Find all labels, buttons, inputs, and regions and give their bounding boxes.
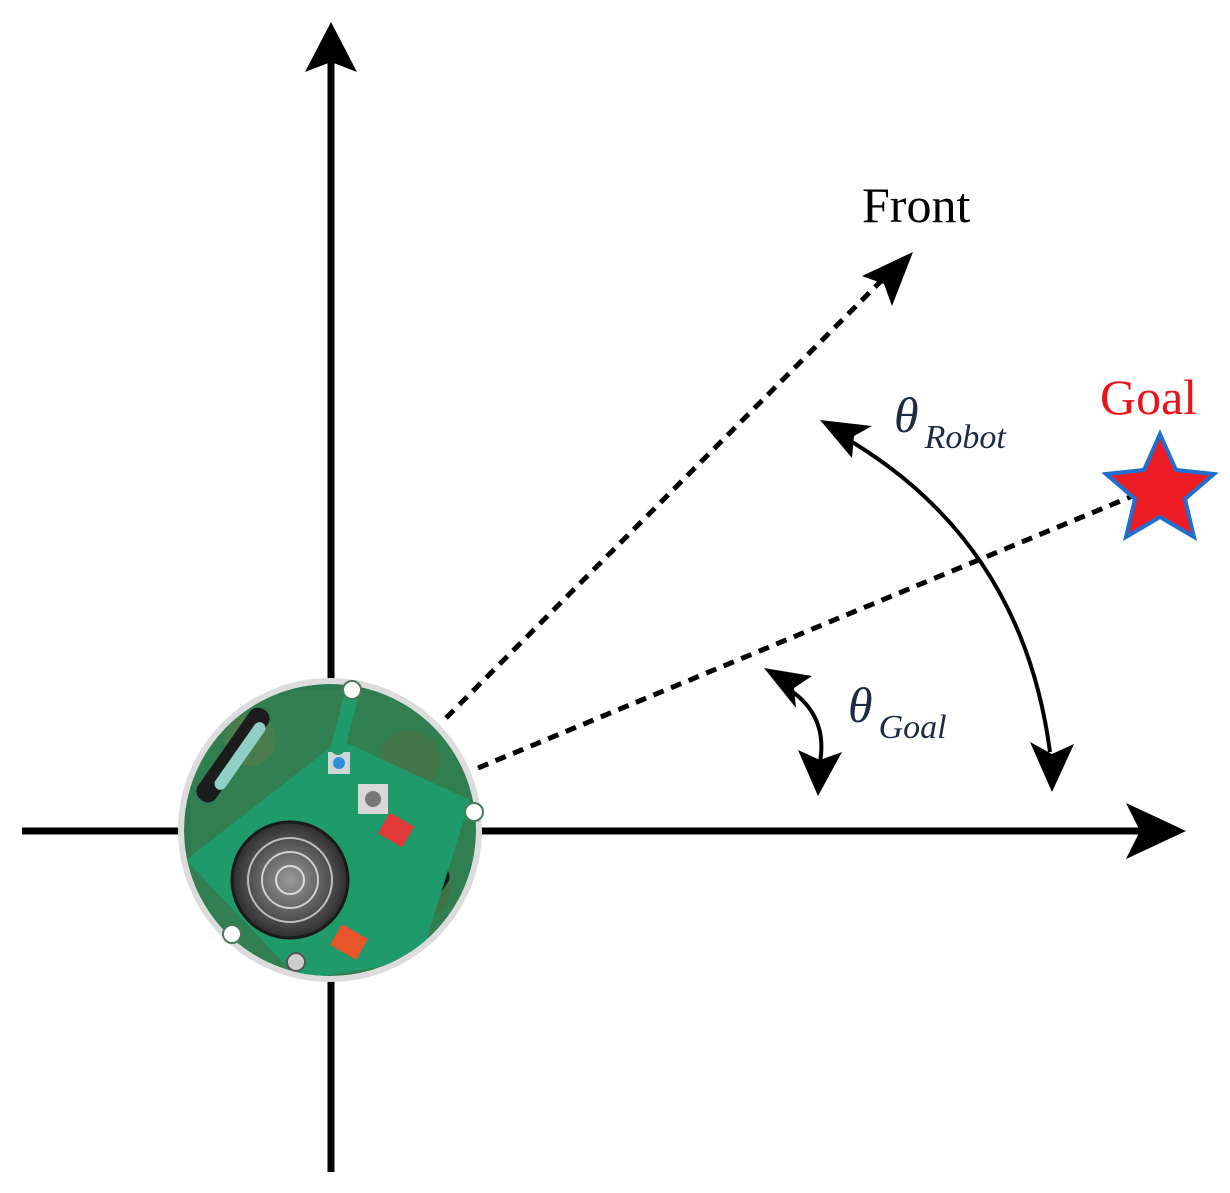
theta-robot-arc	[840, 434, 1052, 753]
goal-label: Goal	[1100, 369, 1197, 425]
theta-robot-arc-start-arrowhead	[820, 420, 872, 458]
theta-goal-label: θ Goal	[848, 677, 947, 746]
theta-robot-arc-end-arrowhead	[1030, 742, 1074, 792]
goal-direction-line	[477, 492, 1136, 771]
front-heading-arrowhead	[862, 252, 913, 306]
y-axis-arrowhead	[305, 22, 357, 72]
x-axis-arrowhead	[1126, 803, 1186, 859]
front-heading-line	[444, 274, 888, 720]
theta-robot-label: θ Robot	[894, 387, 1007, 456]
theta-goal-subscript: Goal	[879, 709, 947, 746]
theta-robot-subscript: Robot	[924, 419, 1008, 456]
theta-goal-arc-end-arrowhead	[798, 750, 842, 796]
theta-goal-arc	[788, 688, 824, 763]
theta-goal-arc-start-arrowhead	[764, 668, 812, 708]
theta-robot-symbol: θ	[894, 387, 919, 443]
front-label: Front	[862, 177, 970, 233]
star-icon	[1101, 429, 1219, 542]
e-puck-robot-icon	[178, 678, 484, 982]
theta-goal-symbol: θ	[848, 677, 873, 733]
